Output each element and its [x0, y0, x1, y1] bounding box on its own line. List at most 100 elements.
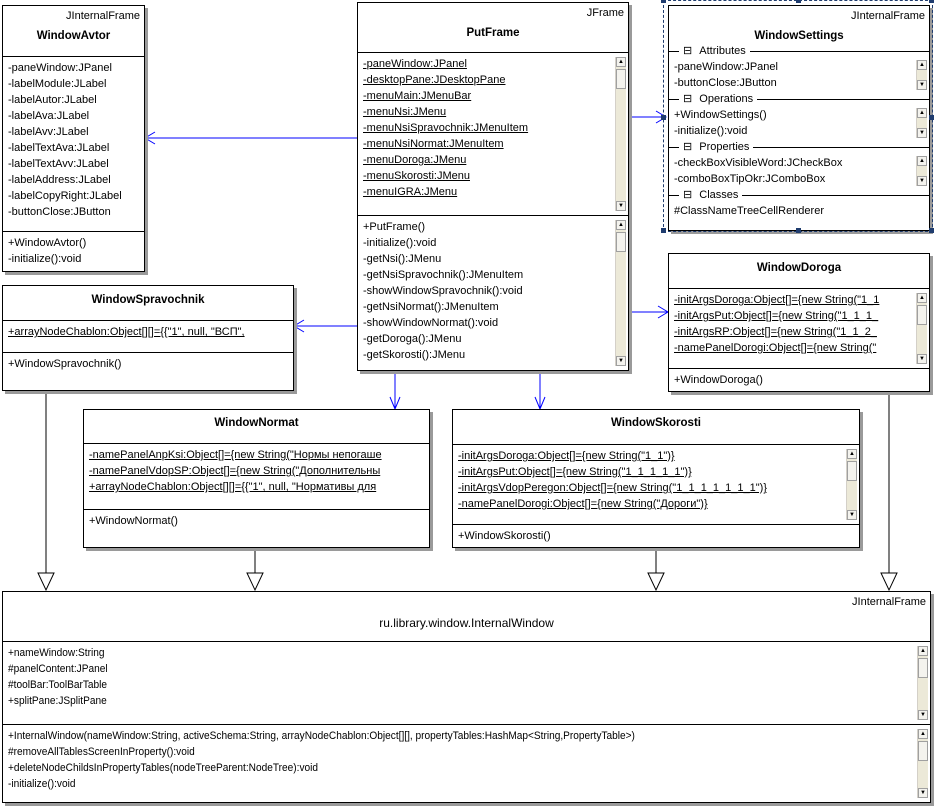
attribute-row[interactable]: -menuNsiSpravochnik:JMenuItem: [363, 122, 529, 134]
class-box-doroga[interactable]: WindowDoroga-initArgsDoroga:Object[]={ne…: [668, 253, 930, 392]
operation-row[interactable]: -showWindowNormat():void: [363, 317, 499, 329]
attribute-row[interactable]: -paneWindow:JPanel: [8, 62, 112, 74]
operation-row[interactable]: +PutFrame(): [363, 221, 426, 233]
scrollbar[interactable]: ▲▼: [615, 220, 626, 366]
attribute-row[interactable]: -initArgsRP:Object[]={new String("1_1_2_: [674, 326, 877, 338]
scroll-thumb[interactable]: [616, 232, 626, 252]
collapse-icon[interactable]: ⊟: [683, 45, 696, 57]
attribute-row[interactable]: -paneWindow:JPanel: [363, 58, 467, 70]
scroll-thumb[interactable]: [918, 658, 928, 678]
class-box-sprav[interactable]: WindowSpravochnik+arrayNodeChablon:Objec…: [2, 285, 294, 391]
attribute-row[interactable]: -menuNsiNormat:JMenuItem: [363, 138, 504, 150]
scrollbar[interactable]: ▲▼: [916, 156, 927, 186]
operation-row[interactable]: -initialize():void: [8, 253, 82, 265]
scrollbar[interactable]: ▲▼: [917, 646, 928, 720]
attribute-row[interactable]: -labelAvv:JLabel: [8, 126, 89, 138]
attribute-row[interactable]: -desktopPane:JDesktopPane: [363, 74, 506, 86]
attribute-row[interactable]: -menuIGRA:JMenu: [363, 186, 458, 198]
scroll-up-arrow-icon[interactable]: ▲: [847, 449, 857, 459]
section-header-attributes[interactable]: ⊟ Attributes: [669, 44, 929, 58]
operation-row[interactable]: +InternalWindow(nameWindow:String, activ…: [8, 730, 635, 742]
operation-row[interactable]: -initialize():void: [8, 778, 76, 790]
scroll-up-arrow-icon[interactable]: ▲: [918, 729, 928, 739]
attribute-row[interactable]: -initArgsVdopPeregon:Object[]={new Strin…: [458, 482, 767, 494]
scroll-thumb[interactable]: [918, 741, 928, 761]
operation-row[interactable]: +WindowAvtor(): [8, 237, 87, 249]
attribute-row[interactable]: -labelTextAvv:JLabel: [8, 158, 109, 170]
scroll-down-arrow-icon[interactable]: ▼: [847, 510, 857, 520]
attribute-row[interactable]: #panelContent:JPanel: [8, 663, 108, 675]
member-row[interactable]: +WindowSettings(): [674, 109, 767, 121]
attribute-row[interactable]: -labelTextAva:JLabel: [8, 142, 110, 154]
attribute-row[interactable]: +nameWindow:String: [8, 647, 105, 659]
attribute-row[interactable]: +arrayNodeChablon:Object[][]={{"1", null…: [8, 326, 245, 338]
attribute-row[interactable]: -namePanelVdopSP:Object[]={new String("Д…: [89, 465, 381, 477]
scroll-down-arrow-icon[interactable]: ▼: [917, 80, 927, 90]
attribute-row[interactable]: -labelAddress:JLabel: [8, 174, 111, 186]
collapse-icon[interactable]: ⊟: [683, 141, 696, 153]
scroll-down-arrow-icon[interactable]: ▼: [918, 788, 928, 798]
attribute-row[interactable]: -namePanelDorogi:Object[]={new String("Д…: [458, 498, 708, 510]
scroll-up-arrow-icon[interactable]: ▲: [616, 57, 626, 67]
attribute-row[interactable]: -menuDoroga:JMenu: [363, 154, 467, 166]
attribute-row[interactable]: -labelAutor:JLabel: [8, 94, 97, 106]
scroll-down-arrow-icon[interactable]: ▼: [918, 710, 928, 720]
attribute-row[interactable]: -namePanelDorogi:Object[]={new String(": [674, 342, 877, 354]
scroll-up-arrow-icon[interactable]: ▲: [917, 293, 927, 303]
scroll-up-arrow-icon[interactable]: ▲: [917, 108, 927, 118]
attribute-row[interactable]: -labelAva:JLabel: [8, 110, 90, 122]
scroll-down-arrow-icon[interactable]: ▼: [917, 176, 927, 186]
member-row[interactable]: -paneWindow:JPanel: [674, 61, 778, 73]
attribute-row[interactable]: -labelModule:JLabel: [8, 78, 107, 90]
scroll-up-arrow-icon[interactable]: ▲: [616, 220, 626, 230]
section-header-properties[interactable]: ⊟ Properties: [669, 140, 929, 154]
attribute-row[interactable]: -initArgsPut:Object[]={new String("1_1_1…: [458, 466, 692, 478]
operation-row[interactable]: -getNsiSpravochnik():JMenuItem: [363, 269, 524, 281]
attribute-row[interactable]: +arrayNodeChablon:Object[][]={{"1", null…: [89, 481, 377, 493]
scroll-thumb[interactable]: [917, 305, 927, 325]
scrollbar[interactable]: ▲▼: [917, 729, 928, 798]
scroll-up-arrow-icon[interactable]: ▲: [918, 646, 928, 656]
scroll-thumb[interactable]: [616, 69, 626, 89]
scrollbar[interactable]: ▲▼: [916, 293, 927, 364]
scroll-down-arrow-icon[interactable]: ▼: [616, 356, 626, 366]
scroll-down-arrow-icon[interactable]: ▼: [917, 354, 927, 364]
operation-row[interactable]: +WindowNormat(): [89, 515, 178, 527]
operation-row[interactable]: -getDoroga():JMenu: [363, 333, 462, 345]
scrollbar[interactable]: ▲▼: [846, 449, 857, 520]
operation-row[interactable]: -initialize():void: [363, 237, 437, 249]
open-arrowhead-icon[interactable]: [655, 110, 667, 124]
operation-row[interactable]: #removeAllTablesScreenInProperty():void: [8, 746, 195, 758]
operation-row[interactable]: -getSkorosti():JMenu: [363, 349, 466, 361]
attribute-row[interactable]: -namePanelAnpKsi:Object[]={new String("Н…: [89, 449, 382, 461]
scrollbar[interactable]: ▲▼: [916, 60, 927, 90]
section-header-classes[interactable]: ⊟ Classes: [669, 188, 929, 202]
collapse-icon[interactable]: ⊟: [683, 189, 696, 201]
operation-row[interactable]: +WindowDoroga(): [674, 374, 763, 386]
attribute-row[interactable]: -initArgsDoroga:Object[]={new String("1_…: [458, 450, 675, 462]
operation-row[interactable]: -getNsiNormat():JMenuItem: [363, 301, 499, 313]
scroll-down-arrow-icon[interactable]: ▼: [917, 128, 927, 138]
operation-row[interactable]: +WindowSkorosti(): [458, 530, 551, 542]
operation-row[interactable]: -getNsi():JMenu: [363, 253, 442, 265]
class-box-skorosti[interactable]: WindowSkorosti-initArgsDoroga:Object[]={…: [452, 409, 860, 548]
attribute-row[interactable]: -labelCopyRight:JLabel: [8, 190, 122, 202]
attribute-row[interactable]: -menuMain:JMenuBar: [363, 90, 472, 102]
member-row[interactable]: -comboBoxTipOkr:JComboBox: [674, 173, 826, 185]
attribute-row[interactable]: -initArgsPut:Object[]={new String("1_1_1…: [674, 310, 879, 322]
open-arrowhead-icon[interactable]: [293, 319, 305, 333]
section-header-operations[interactable]: ⊟ Operations: [669, 92, 929, 106]
collapse-icon[interactable]: ⊟: [683, 93, 696, 105]
scroll-down-arrow-icon[interactable]: ▼: [616, 201, 626, 211]
scrollbar[interactable]: ▲▼: [916, 108, 927, 138]
class-box-normat[interactable]: WindowNormat-namePanelAnpKsi:Object[]={n…: [83, 409, 430, 548]
scroll-thumb[interactable]: [847, 461, 857, 481]
member-row[interactable]: #ClassNameTreeCellRenderer: [674, 205, 824, 217]
attribute-row[interactable]: #toolBar:ToolBarTable: [8, 679, 108, 691]
member-row[interactable]: -buttonClose:JButton: [674, 77, 777, 89]
scroll-up-arrow-icon[interactable]: ▲: [917, 60, 927, 70]
attribute-row[interactable]: -menuNsi:JMenu: [363, 106, 447, 118]
